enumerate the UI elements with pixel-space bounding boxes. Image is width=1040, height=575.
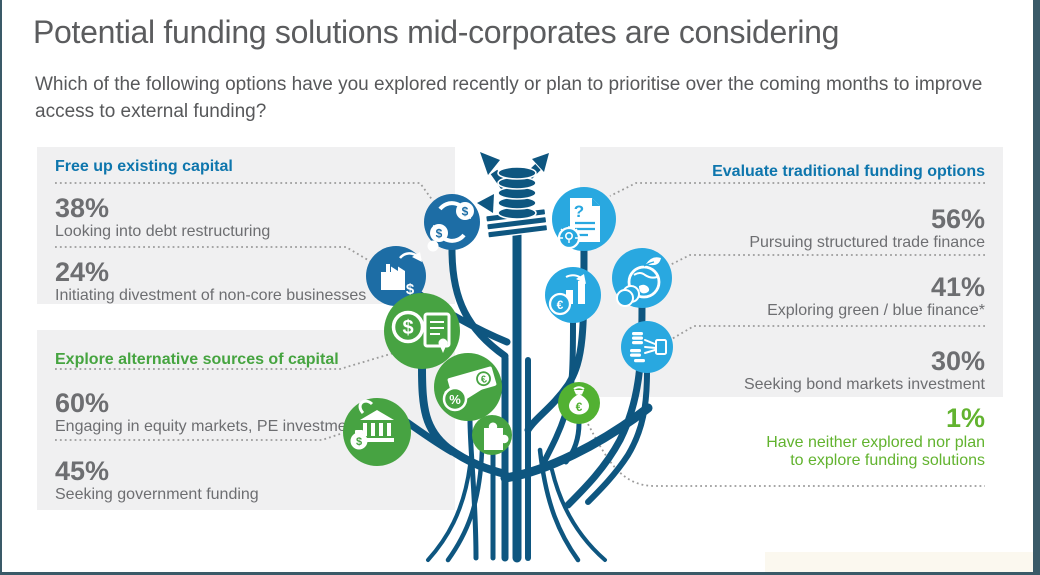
stat-label-line1: Have neither explored nor plan xyxy=(766,433,985,451)
euro-glyph-icon: € xyxy=(480,374,489,386)
section-header-explore-alt: Explore alternative sources of capital xyxy=(55,351,339,368)
stat-label: Initiating divestment of non-core busine… xyxy=(55,287,367,304)
panel-evaluate-traditional-funding: Evaluate traditional funding options 56%… xyxy=(580,147,1003,397)
stat-value: 30% xyxy=(930,346,985,376)
stat-value: 41% xyxy=(930,272,985,302)
stat-value: 38% xyxy=(55,193,110,223)
stat-value: 1% xyxy=(945,403,985,433)
footnote-strip xyxy=(765,552,1033,572)
stat-label: Seeking bond markets investment xyxy=(743,376,985,393)
frame-border-bottom xyxy=(0,572,1040,575)
stat-label: Engaging in equity markets, PE investmen… xyxy=(55,418,369,435)
stat-label: Seeking government funding xyxy=(55,486,259,503)
stat-value: 45% xyxy=(55,456,110,486)
stat-label-line2: to explore funding solutions xyxy=(790,451,985,469)
panel-free-up-existing-capital: Free up existing capital 38% Looking int… xyxy=(37,147,455,304)
survey-question: Which of the following options have you … xyxy=(35,74,983,122)
euro-glyph-icon: € xyxy=(576,400,583,414)
stat-neither-explored: 1% Have neither explored nor plan to exp… xyxy=(605,403,985,470)
section-header-free-up: Free up existing capital xyxy=(55,158,233,175)
coin-stack-icon xyxy=(484,166,549,239)
section-header-evaluate: Evaluate traditional funding options xyxy=(712,163,985,180)
stat-label: Looking into debt restructuring xyxy=(55,223,271,240)
node-puzzle-piece xyxy=(472,415,512,455)
euro-glyph-icon: € xyxy=(557,298,564,312)
page-title: Potential funding solutions mid-corporat… xyxy=(33,14,840,50)
stat-value: 24% xyxy=(55,257,110,287)
stat-label: Pursuing structured trade finance xyxy=(749,234,985,251)
stat-value: 60% xyxy=(55,388,110,418)
frame-border-right xyxy=(1033,0,1040,575)
stat-value: 56% xyxy=(930,204,985,234)
frame-border-left xyxy=(0,0,2,575)
dollar-glyph-icon: $ xyxy=(462,205,469,219)
panel-explore-alternative-capital: Explore alternative sources of capital 6… xyxy=(37,330,455,510)
growth-arrows-icon xyxy=(477,152,549,213)
stat-label: Exploring green / blue finance* xyxy=(767,302,985,319)
